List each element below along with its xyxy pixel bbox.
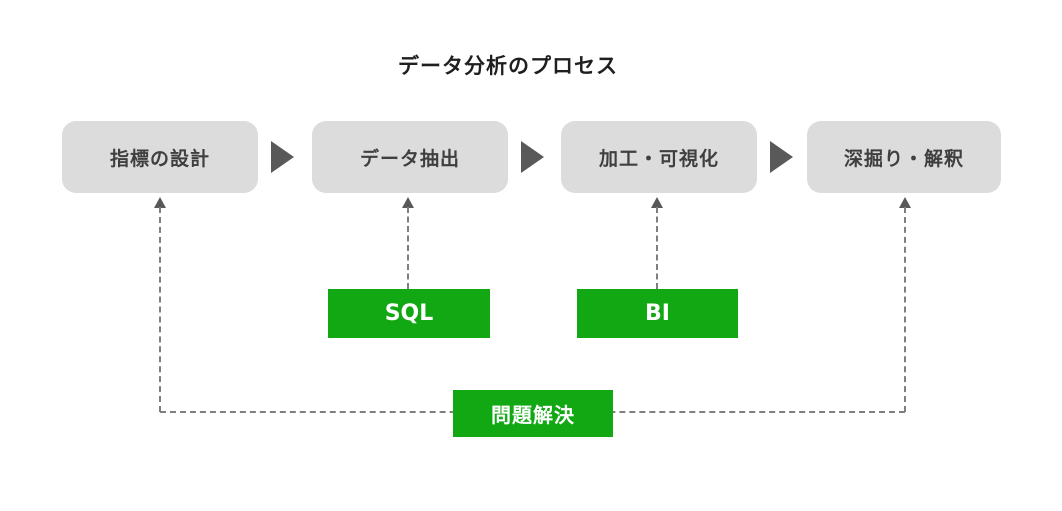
arrow-right-icon (770, 141, 793, 173)
step-label: 指標の設計 (109, 147, 210, 170)
tool-box-bi: BI (577, 289, 738, 338)
diagram-title: データ分析のプロセス (398, 54, 618, 78)
step-label: データ抽出 (359, 147, 460, 170)
tool-label: SQL (384, 301, 434, 326)
step-box-deepdive-interpretation: 深掘り・解釈 (807, 121, 1001, 193)
feedback-label: 問題解決 (491, 403, 575, 427)
step-box-metric-design: 指標の設計 (62, 121, 258, 193)
feedback-connector-left (159, 207, 161, 412)
step-label: 深掘り・解釈 (843, 147, 964, 170)
arrow-up-icon (154, 197, 166, 208)
arrow-up-icon (402, 197, 414, 208)
feedback-box-problem-solving: 問題解決 (453, 390, 613, 437)
tool-box-sql: SQL (328, 289, 490, 338)
arrow-right-icon (271, 141, 294, 173)
arrow-up-icon (651, 197, 663, 208)
step-box-processing-visualization: 加工・可視化 (561, 121, 757, 193)
step-box-data-extraction: データ抽出 (312, 121, 508, 193)
tool-label: BI (645, 301, 670, 326)
arrow-right-icon (521, 141, 544, 173)
step-label: 加工・可視化 (598, 147, 719, 170)
sql-connector-line (407, 207, 409, 289)
arrow-up-icon (899, 197, 911, 208)
bi-connector-line (656, 207, 658, 289)
feedback-connector-right (904, 207, 906, 412)
